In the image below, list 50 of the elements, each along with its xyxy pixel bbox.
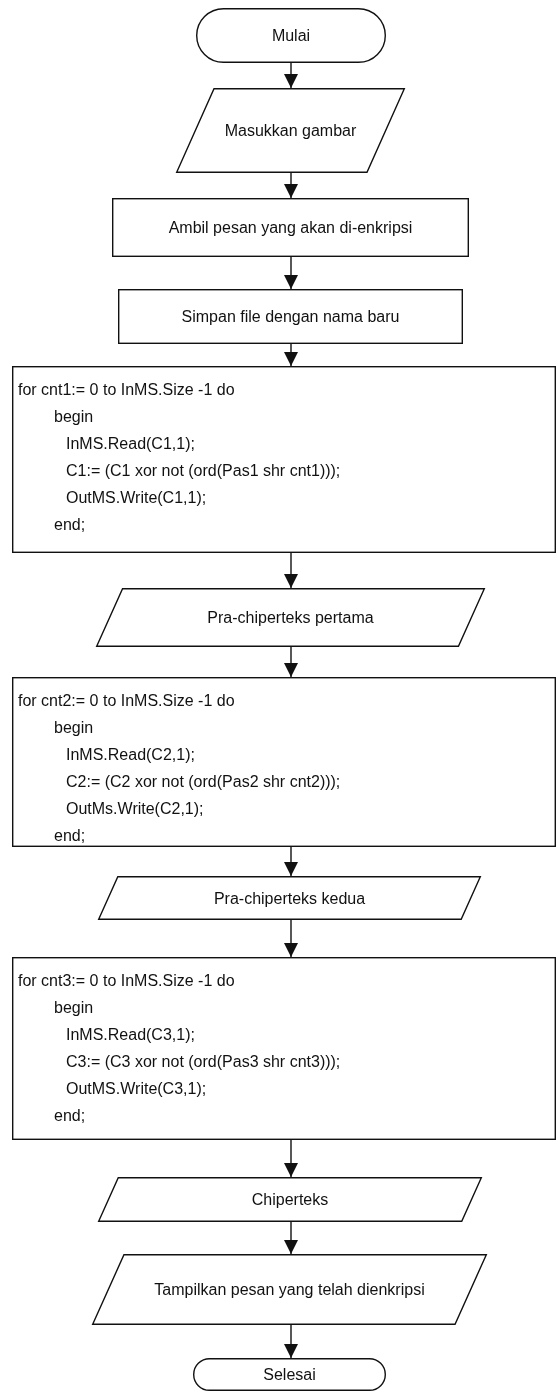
process-box: [118, 289, 463, 344]
code-line: OutMS.Write(C1,1);: [66, 488, 207, 508]
arrow: [284, 1139, 298, 1178]
arrow: [284, 172, 298, 199]
code-line: InMS.Read(C2,1);: [66, 745, 195, 765]
input-output-parallelogram: [98, 1177, 482, 1222]
input-output-parallelogram: [176, 88, 405, 173]
node-label: Mulai: [271, 26, 311, 46]
node-label: Tampilkan pesan yang telah dienkripsi: [154, 1280, 425, 1300]
arrow: [284, 256, 298, 290]
code-line: C1:= (C1 xor not (ord(Pas1 shr cnt1)));: [66, 461, 341, 481]
code-box: [12, 366, 556, 553]
code-line: end;: [54, 515, 86, 535]
code-line: C2:= (C2 xor not (ord(Pas2 shr cnt2)));: [66, 772, 341, 792]
input-output-parallelogram: [96, 588, 485, 647]
node-label: Selesai: [263, 1365, 316, 1385]
node-label: Simpan file dengan nama baru: [181, 307, 400, 327]
arrow: [284, 1221, 298, 1255]
arrow: [284, 1324, 298, 1359]
arrow: [284, 343, 298, 367]
code-box: [12, 677, 556, 847]
input-output-parallelogram: [98, 876, 481, 920]
code-line: OutMs.Write(C2,1);: [66, 799, 204, 819]
code-line: end;: [54, 1106, 86, 1126]
code-line: begin: [54, 998, 94, 1018]
code-line: begin: [54, 718, 94, 738]
terminator-shape: [193, 1358, 386, 1391]
node-label: Masukkan gambar: [224, 121, 357, 141]
input-output-parallelogram: [92, 1254, 487, 1325]
arrow: [284, 919, 298, 958]
code-box: [12, 957, 556, 1140]
node-label: Ambil pesan yang akan di-enkripsi: [168, 218, 413, 238]
code-line: InMS.Read(C1,1);: [66, 434, 195, 454]
code-line: for cnt3:= 0 to InMS.Size -1 do: [18, 971, 235, 991]
code-line: C3:= (C3 xor not (ord(Pas3 shr cnt3)));: [66, 1052, 341, 1072]
code-line: for cnt1:= 0 to InMS.Size -1 do: [18, 380, 235, 400]
terminator-shape: [196, 8, 386, 63]
arrow: [284, 846, 298, 877]
node-label: Pra-chiperteks kedua: [213, 888, 366, 909]
code-line: OutMS.Write(C3,1);: [66, 1079, 207, 1099]
code-line: for cnt2:= 0 to InMS.Size -1 do: [18, 691, 235, 711]
code-line: InMS.Read(C3,1);: [66, 1025, 195, 1045]
code-line: begin: [54, 407, 94, 427]
node-label: Pra-chiperteks pertama: [207, 608, 374, 628]
arrow: [284, 646, 298, 678]
process-box: [112, 198, 469, 257]
arrow: [284, 62, 298, 89]
node-label: Chiperteks: [251, 1190, 329, 1210]
code-line: end;: [54, 826, 86, 846]
arrow: [284, 552, 298, 589]
